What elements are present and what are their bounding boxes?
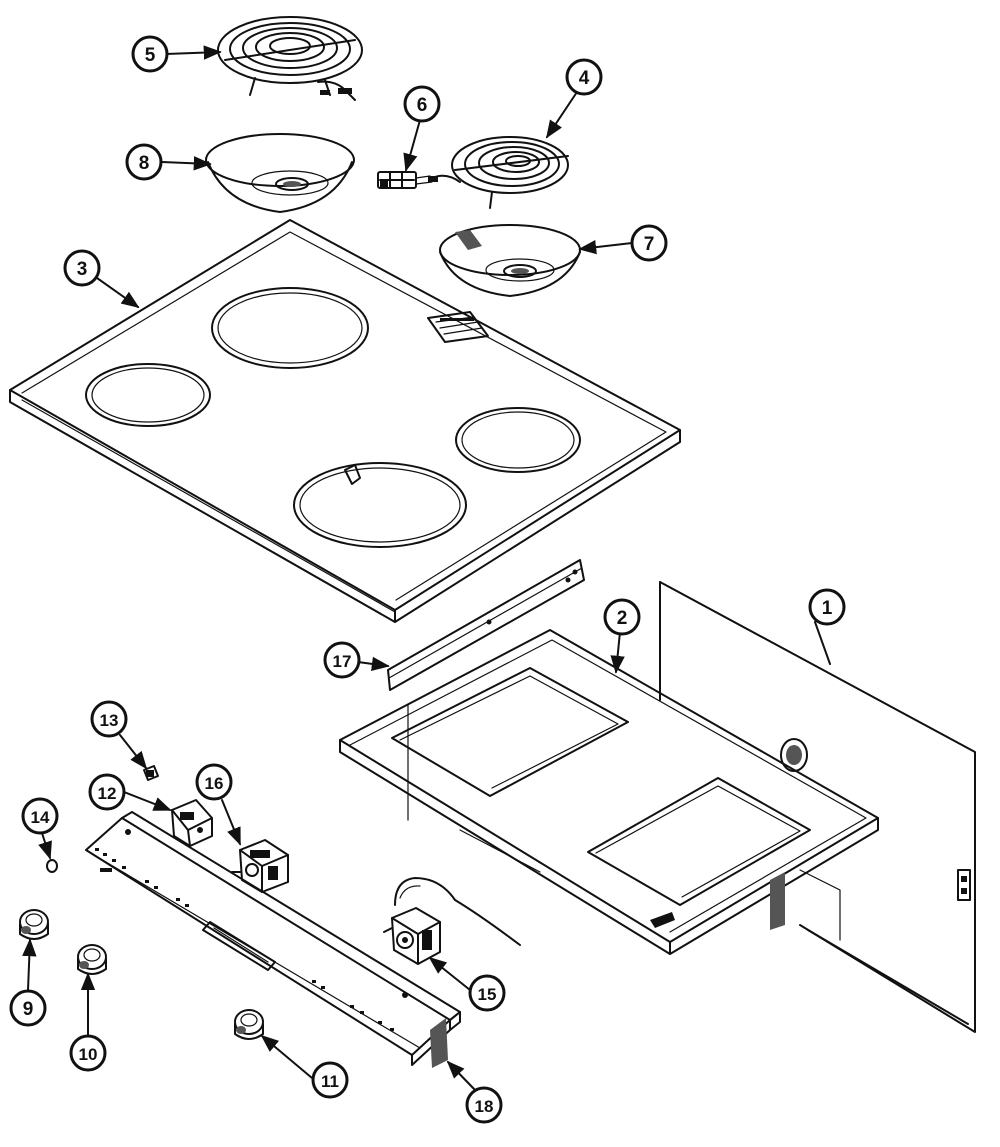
element-receptacle: [377, 171, 433, 189]
burner-box: [339, 629, 879, 955]
callout-2: 2: [603, 598, 641, 636]
signal-light: [143, 765, 159, 781]
callout-12: 12: [88, 773, 126, 811]
surface-element-small: [428, 136, 569, 209]
callout-8-label: 8: [139, 153, 150, 174]
callout-6: 6: [403, 85, 441, 123]
callout-14-label: 14: [31, 808, 50, 827]
callout-16: 16: [195, 763, 233, 801]
oven-thermostat: [383, 877, 521, 965]
callout-4: 4: [565, 58, 603, 96]
callout-3-label: 3: [77, 259, 88, 280]
callout-9: 9: [9, 989, 47, 1027]
callout-11-label: 11: [321, 1072, 339, 1091]
callout-2-label: 2: [617, 608, 628, 629]
callout-13-label: 13: [100, 711, 119, 730]
callout-8: 8: [125, 143, 163, 181]
callout-11: 11: [311, 1061, 349, 1099]
knob-10: [77, 944, 107, 975]
callout-10: 10: [69, 1034, 107, 1072]
knob-9: [19, 909, 49, 940]
callout-1: 1: [808, 588, 846, 626]
callout-10-label: 10: [79, 1045, 98, 1064]
knob-11: [234, 1009, 264, 1040]
callout-4-label: 4: [579, 68, 590, 89]
indicator-lens: [46, 859, 58, 873]
callout-12-label: 12: [98, 784, 117, 803]
leader-lines: [22, 45, 831, 1091]
callout-1-label: 1: [822, 598, 833, 619]
infinite-switch: [231, 839, 289, 893]
callout-7-label: 7: [644, 234, 655, 255]
trim-strip: [387, 559, 585, 821]
callout-15: 15: [468, 974, 506, 1012]
callout-18-label: 18: [475, 1097, 494, 1116]
callout-17: 17: [323, 641, 361, 679]
callout-3: 3: [63, 249, 101, 287]
callout-13: 13: [90, 700, 128, 738]
surface-element-large: [217, 16, 363, 101]
callout-15-label: 15: [478, 985, 497, 1004]
callout-18: 18: [465, 1086, 503, 1124]
callout-5-label: 5: [145, 45, 156, 66]
rear-panel: [659, 581, 976, 1033]
callout-7: 7: [630, 224, 668, 262]
callout-5: 5: [131, 35, 169, 73]
main-cooktop: [9, 219, 681, 623]
callout-16-label: 16: [205, 774, 224, 793]
drip-bowl-small: [439, 224, 581, 297]
callouts: 1 2 3 4 5 6 7 8: [9, 35, 846, 1124]
callout-6-label: 6: [417, 95, 428, 116]
callout-14: 14: [21, 797, 59, 835]
control-panel: [85, 811, 461, 1068]
drip-bowl-large: [205, 133, 355, 213]
callout-9-label: 9: [23, 999, 34, 1020]
selector-switch: [171, 799, 213, 847]
callout-17-label: 17: [333, 652, 352, 671]
